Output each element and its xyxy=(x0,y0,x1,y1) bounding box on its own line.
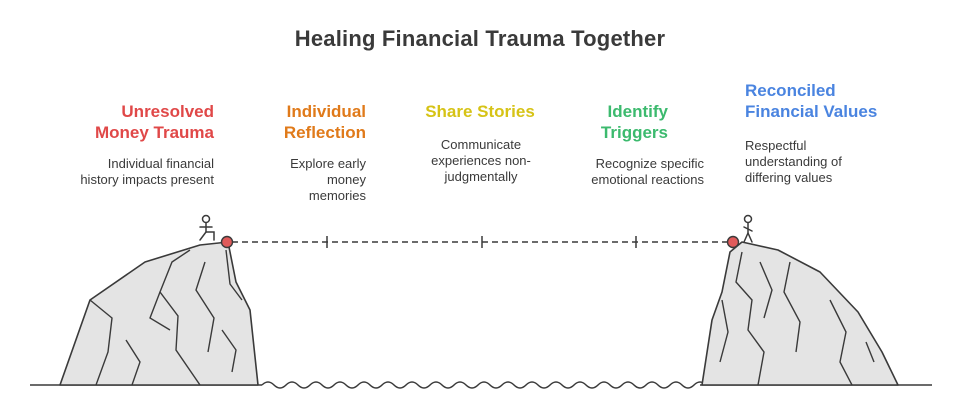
dashed-path xyxy=(232,236,732,248)
stage-1-title: Unresolved Money Trauma xyxy=(94,102,214,142)
stage-3-description: Communicate experiences non- judgmentall… xyxy=(431,137,531,184)
stage-5-title: Reconciled Financial Values xyxy=(745,81,878,121)
right-person-icon xyxy=(743,214,753,243)
right-cliff xyxy=(701,241,899,386)
stage-4-title: Identify Triggers xyxy=(600,102,668,142)
diagram-title: Healing Financial Trauma Together xyxy=(294,26,666,51)
left-anchor-point xyxy=(220,235,234,249)
right-anchor-point xyxy=(726,235,740,249)
stage-3-title: Share Stories xyxy=(425,102,535,121)
left-cliff xyxy=(59,241,259,386)
water-waves xyxy=(261,381,707,389)
stage-5-description: Respectful understanding of differing va… xyxy=(745,138,842,185)
stage-4-description: Recognize specific emotional reactions xyxy=(591,156,704,187)
stage-2-title: Individual Reflection xyxy=(283,102,366,142)
stage-1-description: Individual financial history impacts pre… xyxy=(80,156,214,187)
stage-2-description: Explore early money memories xyxy=(290,156,366,203)
left-person-icon xyxy=(199,214,215,241)
